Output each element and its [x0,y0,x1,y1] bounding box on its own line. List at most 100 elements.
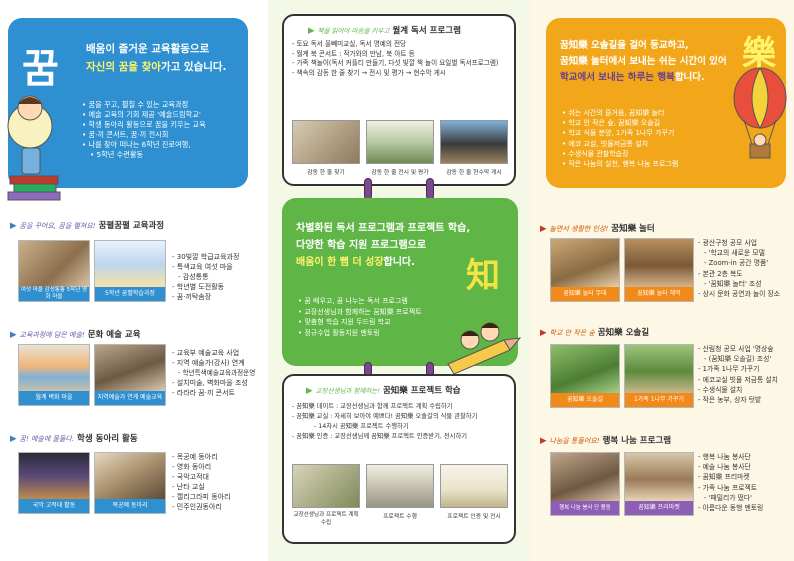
list-item: 가족 책놀이(독서 커플티 만들기, 다섯 빛깔 책 놀이 요일별 독서프로그램… [292,59,508,69]
list-item: 5학년 수련활동 [82,150,244,160]
photo-image [95,241,165,287]
list-item: 쉬는 시간의 즐거움, 꿈知樂 놀터 [562,108,738,118]
thumb-image [440,120,508,164]
list-item: 상시 문화 공연과 놀이 장소 [698,289,792,299]
list-item: '패밀리가 떴다' [698,493,792,503]
photo-caption: 월계 벽화 마을 [19,391,89,405]
binder-ring-icon [426,178,434,200]
curriculum-list: 30빛깔 학급교육과정 특색교육 여섯 마을 감성통통 학년별 도전활동 꿈·끼… [172,252,264,302]
photo-image [551,239,619,287]
list-item: Zoom-in 공간 명품' [698,258,792,268]
triangle-right-icon: ▶ [540,224,550,234]
section-pre: 나눔을 통들어요! [549,437,600,445]
list-item: 아름다운 동행 멘토링 [698,503,792,513]
triangle-right-icon: ▶ [306,386,316,396]
section-pre: 놀면서 생활한 인성! [549,225,609,233]
photo-caption: 여섯 마을 감성통통 5학년 영화 마을 [19,287,89,301]
joy-title-highlight: 학교에서 보내는 하루는 행복 [560,72,675,83]
knowledge-title-line2: 다양한 학습 지원 프로그램으로 [296,240,427,251]
section-title: 행복 나눔 프로그램 [602,436,672,446]
list-item: 월계 북 콘서트 : 작가와의 만남, 북 아트 등 [292,50,508,60]
photo-sharing-1: 행복 나눔 봉사 단 활동 [550,452,620,516]
list-item: 학년특색예술교육과정운영 [172,368,266,378]
photo-caption: 꿈知樂 놀터 해먹 [625,287,693,301]
project-title: 꿈知樂 프로젝트 학습 [382,386,461,396]
dream-hero-list: 꿈을 꾸고, 펼칠 수 있는 교육과정 예술 교육의 기회 제공 '예술드림학교… [82,100,244,160]
list-item: 책속의 감동 한 줄 찾기 → 전시 및 평가 → 현수막 게시 [292,69,508,79]
photo-caption: 국악 고적대 활동 [19,499,89,513]
joy-title-tail: 합니다. [674,72,705,83]
list-item: 학생 동아리 활동으로 꿈을 키우는 교육 [82,120,244,130]
joy-title-line2: 꿈知樂 놀터에서 보내는 쉬는 시간이 있어 [560,56,727,67]
list-item: 꿈·끼 콘서트, 꿈·끼 전시회 [82,130,244,140]
photo-caption: 지역예술가 연계 예술교육 [95,391,165,405]
thumb-caption: 감동 한 줄 현수막 게시 [446,170,502,176]
photo-arts-2: 지역예술가 연계 예술교육 [94,344,166,406]
knowledge-title-line1: 차별화된 독서 프로그램과 프로젝트 학습, [296,223,471,234]
list-item: 학교 식물 분양, 1가족 1나무 가꾸기 [562,128,738,138]
list-item: 영화 동아리 [172,462,264,472]
section-title: 꿈知樂 오솔길 [597,328,650,338]
list-item: '꿈知樂 놀터' 조성 [698,279,792,289]
list-item: 교육부 예술교육 사업 [172,348,266,358]
knowledge-title-highlight: 배움이 한 뼘 더 성장 [296,257,384,268]
photo-clubs-1: 국악 고적대 활동 [18,452,90,514]
list-item: 예술 교육의 기회 제공 '예술드림학교' [82,110,244,120]
photo-image [19,453,89,499]
list-item: 목공예 동아리 [172,452,264,462]
joy-hero-title: 꿈知樂 오솔길을 걸어 등교하고, 꿈知樂 놀터에서 보내는 쉬는 시간이 있어… [560,38,750,86]
photo-image [625,453,693,501]
photo-caption: 목공예 동아리 [95,499,165,513]
photo-image [625,239,693,287]
reading-thumb-3: 감동 한 줄 현수막 게시 [440,120,508,176]
photo-caption: 행복 나눔 봉사 단 활동 [551,501,619,515]
photo-clubs-2: 목공예 동아리 [94,452,166,514]
photo-curriculum-2: 5학년 꿈펼학습과정 [94,240,166,302]
section-title-forest-path: ▶ 학교 안 작은 숲 꿈知樂 오솔길 [540,326,649,338]
list-item: 작은 나눔의 실천, 행복 나눔 프로그램 [562,159,738,169]
photo-playground-2: 꿈知樂 놀터 해먹 [624,238,694,302]
photo-caption: 5학년 꿈펼학습과정 [95,287,165,301]
list-item: 예술 나눔 봉사단 [698,462,792,472]
photo-image [19,345,89,391]
project-thumb-2: 프로젝트 수행 [366,464,434,520]
list-item: 행복 나눔 봉사단 [698,452,792,462]
triangle-right-icon: ▶ [10,330,20,340]
photo-curriculum-1: 여섯 마을 감성통통 5학년 영화 마을 [18,240,90,302]
section-title: 학생 동아리 활동 [77,434,138,444]
list-item: 광산구청 공모 사업 [698,238,792,248]
hot-air-balloon-illustration [733,67,787,159]
knowledge-hero-title: 차별화된 독서 프로그램과 프로젝트 학습, 다양한 학습 지원 프로그램으로 … [296,220,510,271]
photo-caption: 꿈知樂 놀터 무대 [551,287,619,301]
list-item: 가족 나눔 프로젝트 [698,483,792,493]
list-item: 수생식물 설치 [698,385,792,395]
list-item: 설치미술, 벽화마을 조성 [172,378,266,388]
section-pre: 교육과정에 담은 예술! [19,331,85,339]
reading-pre: 책을 읽어야 마음을 키우고 [317,27,390,35]
joy-title-line3: 학교에서 보내는 하루는 행복합니다. [560,70,750,86]
photo-caption: 1가족 1나무 가꾸기 [625,393,693,407]
photo-forest-1: 꿈知樂 오솔길 [550,344,620,408]
list-item: 라라라 꿈·끼 콘서트 [172,388,266,398]
thumb-image [440,464,508,508]
list-item: 꿈 배우고, 꿈 나누는 독서 프로그램 [298,296,508,307]
photo-arts-1: 월계 벽화 마을 [18,344,90,406]
photo-image [551,453,619,501]
photo-image [551,345,619,393]
project-pre: 교장선생님과 함께하는! [315,387,380,395]
dream-title-tail: 가고 있습니다. [160,61,227,73]
list-item: 난타 교실 [172,482,264,492]
list-item: 특색교육 여섯 마을 [172,262,264,272]
thumb-caption: 교장선생님과 프로젝트 계획수립 [293,512,359,526]
list-item: (꿈知樂 오솔길) 조성' [698,354,792,364]
reading-program-card: ▶ 책을 읽어야 마음을 키우고 월계 독서 프로그램 토요 독서 올빼미교실,… [282,14,516,186]
reading-list: 토요 독서 올빼미교실, 독서 명예의 전당 월계 북 콘서트 : 작가와의 만… [292,40,508,78]
thumb-caption: 감동 한 줄 전시 및 평가 [371,170,429,176]
photo-playground-1: 꿈知樂 놀터 무대 [550,238,620,302]
section-pre: 꿈! 예술에 물들다. [19,435,75,443]
thumb-image [292,120,360,164]
reading-card-title: ▶ 책을 읽어야 마음을 키우고 월계 독서 프로그램 [308,24,461,36]
dream-title-highlight: 자신의 꿈을 찾아 [86,61,161,73]
dream-title-line1: 배움이 즐거운 교육활동으로 [86,43,210,55]
list-item: 꿈知樂 프리마켓 [698,472,792,482]
